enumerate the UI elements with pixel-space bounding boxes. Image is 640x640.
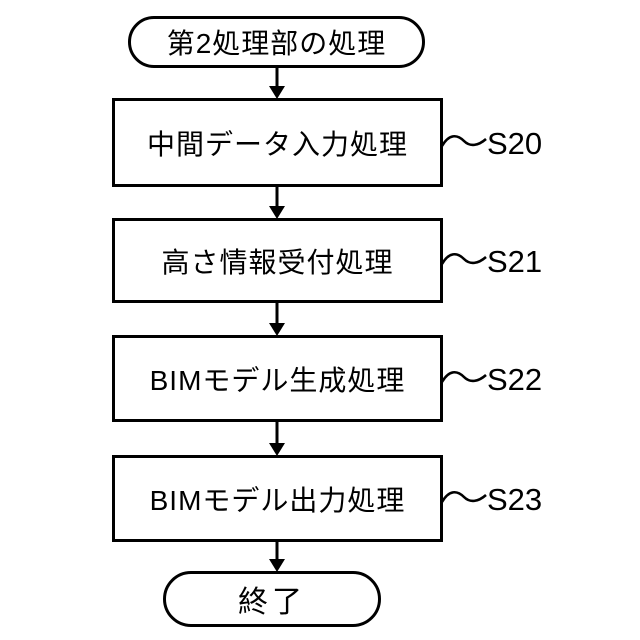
tilde-connector-s22 [441, 371, 487, 383]
flow-arrow-1 [269, 67, 285, 99]
tilde-connector-s20 [441, 135, 487, 147]
process-box-label: BIMモデル生成処理 [149, 364, 406, 396]
tilde-connector-s21 [441, 253, 487, 265]
process-box-s21: 高さ情報受付処理 [112, 218, 443, 303]
process-box-s20: 中間データ入力処理 [112, 98, 443, 187]
process-box-label: BIMモデル出力処理 [149, 484, 406, 516]
step-tag-s23: S23 [487, 482, 543, 517]
flow-arrow-2 [269, 186, 285, 219]
process-box-label: 高さ情報受付処理 [161, 246, 394, 278]
process-box-label: 中間データ入力処理 [146, 128, 408, 160]
step-tag-s21: S21 [487, 244, 543, 279]
step-tag-s22: S22 [487, 362, 543, 397]
process-box-s23: BIMモデル出力処理 [112, 455, 443, 542]
end-terminator-label: 終了 [238, 586, 306, 619]
start-terminator-label: 第2処理部の処理 [166, 28, 387, 59]
end-terminator-node: 終了 [163, 571, 381, 627]
flow-arrow-5 [269, 541, 285, 572]
start-terminator-node: 第2処理部の処理 [128, 16, 425, 68]
process-box-s22: BIMモデル生成処理 [112, 335, 443, 422]
step-tag-s20: S20 [487, 126, 543, 161]
flow-arrow-3 [269, 302, 285, 336]
tilde-connector-s23 [441, 491, 487, 503]
flow-arrow-4 [269, 421, 285, 456]
